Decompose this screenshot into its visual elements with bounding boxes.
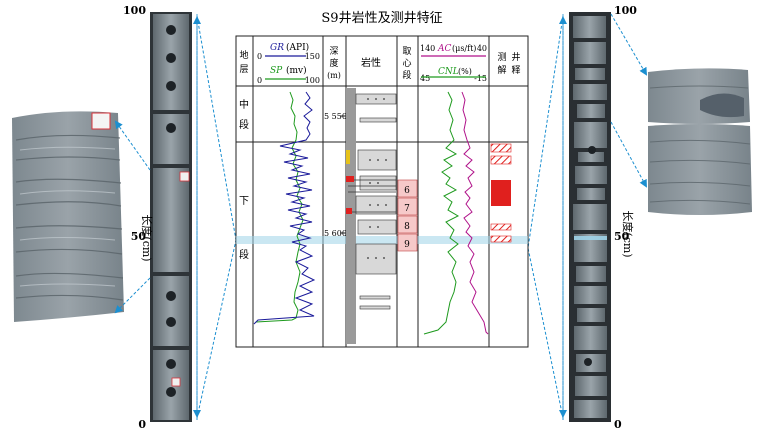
gr-curve	[253, 91, 316, 325]
figure-title: S9井岩性及测井特征	[321, 11, 442, 26]
header-interp-1b: 井	[511, 51, 520, 63]
core-segment-7: 7	[404, 204, 410, 214]
log-header: 地 层 GR (API) 0 150 SP (mv) 0 100 深 度 (m)…	[239, 42, 520, 85]
strata-lower-1: 下	[239, 196, 249, 207]
depth-marks: 5 550 5 600	[324, 112, 347, 238]
left-core-column	[150, 12, 192, 422]
header-cnl-unit: (%)	[458, 67, 472, 76]
interpretation-track	[490, 143, 512, 243]
header-depth: 深	[329, 46, 338, 57]
ac-curve	[461, 91, 489, 335]
header-strata-2: 层	[239, 64, 248, 75]
left-scale-bottom: 0	[138, 418, 146, 431]
right-scale-bottom: 0	[614, 418, 622, 431]
header-gr-max: 150	[305, 52, 320, 61]
left-scale-top: 100	[123, 4, 146, 17]
header-ac-max: 40	[477, 44, 487, 53]
right-scale-top: 100	[614, 4, 637, 17]
right-slab-photo	[648, 68, 752, 215]
strata-upper-2: 段	[239, 118, 249, 131]
ac-cnl-track	[423, 91, 489, 335]
header-gr: GR	[270, 43, 284, 53]
header-core-2: 心	[402, 58, 411, 69]
header-interp-1: 测	[497, 52, 506, 63]
cnl-curve	[423, 91, 460, 335]
depth-mark-5550: 5 550	[324, 112, 347, 121]
header-sp: SP	[270, 66, 283, 76]
strata-lower-2: 段	[239, 248, 249, 261]
right-scale-mid: 50	[614, 230, 630, 243]
header-gr-min: 0	[257, 52, 262, 61]
core-segment-9: 9	[404, 240, 410, 250]
header-ac-unit: (μs/ft)	[452, 44, 476, 53]
depth-mark-5600: 5 600	[324, 229, 347, 238]
left-scale-label: 长度(cm)	[140, 214, 154, 261]
core-segment-8: 8	[404, 222, 410, 232]
header-interp-2: 解	[497, 64, 506, 76]
left-scale-mid: 50	[131, 230, 147, 243]
right-scale-label: 长度(cm)	[621, 210, 635, 257]
header-core-3: 段	[402, 69, 411, 81]
core-segment-6: 6	[404, 186, 410, 196]
lithology-track	[346, 88, 397, 344]
header-ac: AC	[437, 44, 451, 54]
header-gr-unit: (API)	[286, 42, 309, 53]
header-depth-unit: (m)	[327, 71, 341, 80]
header-depth-2: 度	[329, 57, 338, 69]
header-ac-min: 140	[420, 44, 435, 53]
header-sp-max: 100	[305, 76, 320, 85]
gr-sp-track	[253, 91, 316, 325]
log-panel	[235, 35, 529, 348]
left-slab-photo	[12, 111, 124, 322]
header-core-1: 取	[402, 46, 411, 57]
header-sp-unit: (mv)	[286, 65, 307, 76]
strata-upper-1: 中	[239, 98, 249, 111]
strata-labels: 中 段 下 段	[239, 98, 249, 261]
header-strata-1: 地	[239, 49, 248, 61]
right-core-column	[569, 12, 611, 422]
header-interp-2b: 释	[511, 64, 520, 76]
core-segments: 6 7 8 9	[397, 179, 418, 252]
header-cnl-max: -15	[474, 74, 487, 83]
header-sp-min: 0	[257, 76, 262, 85]
left-slab-label	[91, 112, 111, 130]
header-cnl-min: 45	[420, 74, 430, 83]
header-cnl: CNL	[438, 67, 459, 77]
header-lith: 岩性	[361, 56, 381, 69]
